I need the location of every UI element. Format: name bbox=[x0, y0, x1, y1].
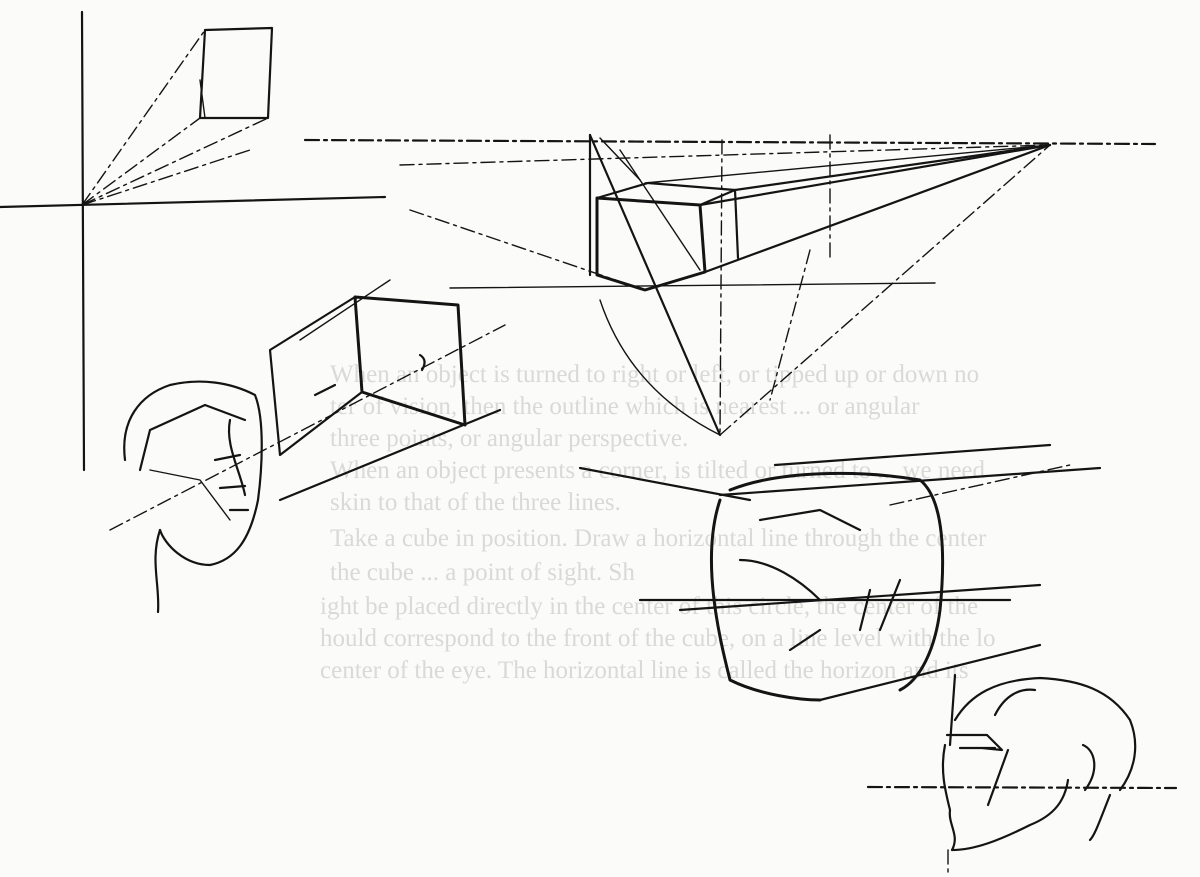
text-line: When an object presents a corner, is til… bbox=[330, 457, 986, 484]
text-line: Take a cube in position. Draw a horizont… bbox=[330, 525, 987, 552]
tilted-box-sketch bbox=[109, 279, 506, 531]
two-point-box-sketch bbox=[303, 133, 1157, 437]
axes-sketch bbox=[0, 10, 387, 472]
text-line: three points, or angular perspective. bbox=[330, 425, 689, 452]
text-line: When an object is turned to right or lef… bbox=[330, 361, 980, 388]
text-line: skin to that of the three lines. bbox=[330, 489, 621, 516]
text-line: hould correspond to the front of the cub… bbox=[320, 625, 996, 652]
text-line: ter of vision, then the outline which is… bbox=[330, 393, 920, 420]
head-profile-sketch bbox=[866, 673, 1178, 877]
head-front-sketch bbox=[123, 380, 263, 614]
head-cube-sketch bbox=[578, 443, 1102, 702]
text-line: center of the eye. The horizontal line i… bbox=[320, 657, 969, 684]
text-line: the cube ... a point of sight. Sh bbox=[330, 559, 635, 586]
